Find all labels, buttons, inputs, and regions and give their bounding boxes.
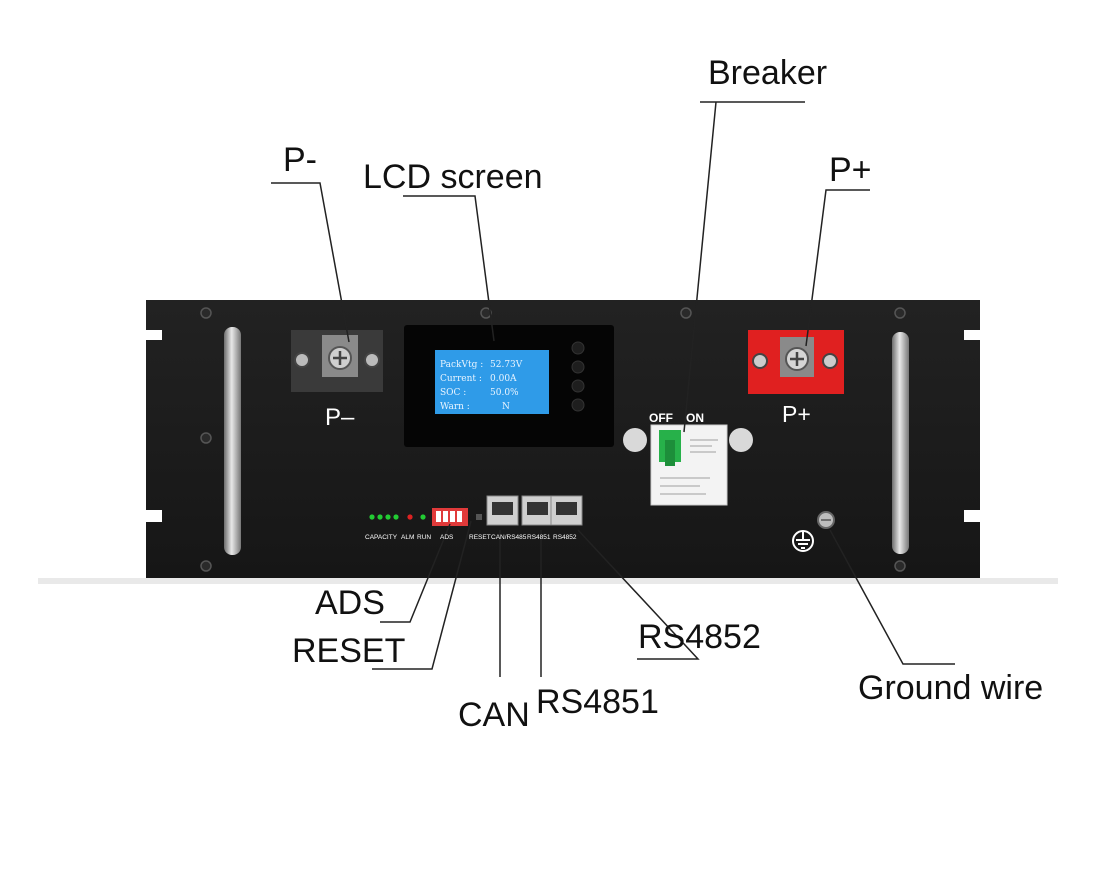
lcd-row-value: 0.00A	[490, 374, 517, 384]
callout-breaker: Breaker	[708, 54, 828, 92]
lcd-row-label: Warn :	[440, 402, 470, 412]
breaker-on-label: ON	[686, 411, 704, 425]
leader-lines	[271, 101, 955, 677]
lcd-row-value: N	[502, 402, 510, 412]
led-label-alm: ALM	[401, 534, 414, 541]
lcd-row-value: 52.73V	[490, 360, 523, 370]
bolt-icon	[817, 511, 835, 529]
led-label-run: RUN	[417, 534, 431, 541]
breaker-switch	[623, 424, 753, 506]
panel-screws	[200, 307, 906, 572]
port-label-rs4851: RS4851	[527, 534, 551, 541]
callout-reset: RESET	[292, 632, 406, 670]
led-label-capacity: CAPACITY	[365, 534, 398, 541]
callout-p-plus: P+	[829, 151, 872, 189]
reset-button	[476, 514, 482, 520]
lcd-row-value: 50.0%	[490, 388, 519, 398]
terminal-pos-label: P+	[782, 401, 811, 427]
status-leds	[369, 514, 426, 520]
callout-rs4851: RS4851	[536, 683, 659, 721]
lcd-row-label: PackVtg :	[440, 360, 483, 370]
terminal-neg-label: P–	[325, 404, 355, 431]
port-label-can: CAN/RS485	[491, 534, 527, 541]
rj45-ports	[486, 495, 583, 526]
lcd-row-label: SOC :	[440, 388, 466, 398]
callout-p-minus: P-	[283, 141, 317, 179]
led-label-ads: ADS	[440, 534, 454, 541]
ads-dip-switch	[432, 508, 468, 526]
callout-rs4852: RS4852	[638, 618, 761, 656]
callout-ads: ADS	[315, 584, 385, 622]
positive-terminal	[748, 330, 844, 394]
lcd-module	[404, 325, 614, 447]
callout-can: CAN	[458, 696, 530, 734]
port-label-rs4852: RS4852	[553, 534, 577, 541]
lcd-readout: PackVtg : 52.73V Current : 0.00A SOC : 5…	[440, 360, 523, 412]
callout-lcd-screen: LCD screen	[363, 158, 543, 196]
ground-symbol-icon	[792, 530, 814, 552]
callout-ground-wire: Ground wire	[858, 669, 1044, 707]
lcd-row-label: Current :	[440, 374, 482, 384]
negative-terminal	[291, 330, 383, 392]
reset-label: RESET	[469, 534, 491, 541]
handle-icon	[224, 327, 909, 555]
breaker-off-label: OFF	[649, 411, 673, 425]
